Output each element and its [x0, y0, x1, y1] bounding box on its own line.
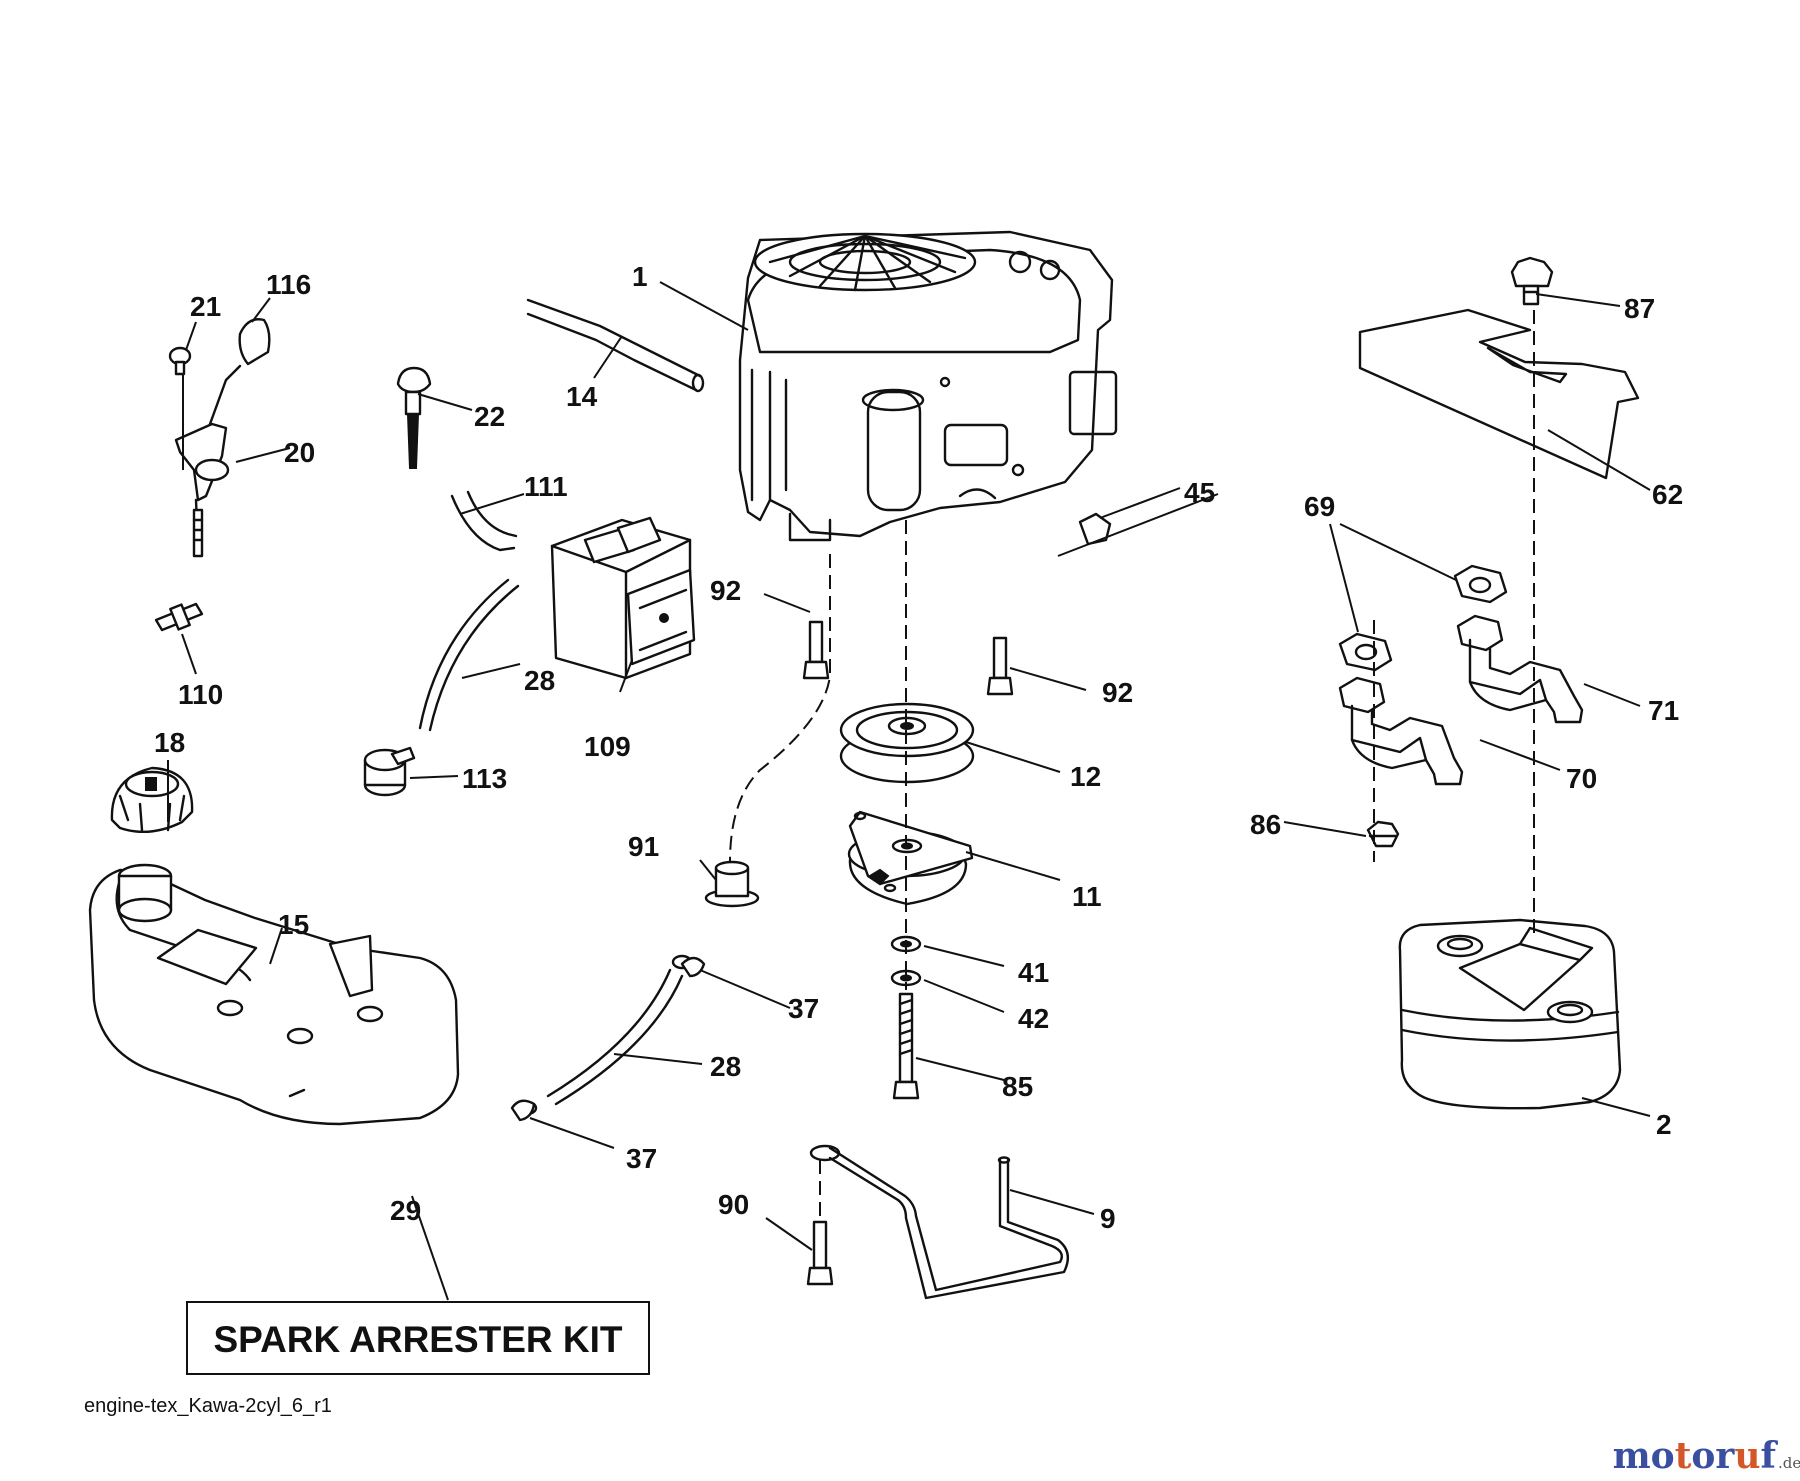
- callout-87: 87: [1624, 293, 1655, 324]
- callout-22: 22: [474, 401, 505, 432]
- leader-lines: [167, 281, 1651, 1301]
- callout-41: 41: [1018, 957, 1049, 988]
- callout-71: 71: [1648, 695, 1679, 726]
- clamp-part-37-upper: [680, 956, 706, 978]
- exhaust-dashed-lines: [1373, 310, 1535, 940]
- callout-28-lower: 28: [710, 1051, 741, 1082]
- callout-2: 2: [1656, 1109, 1672, 1140]
- fuel-line-part-28-lower: [516, 954, 693, 1116]
- callout-11: 11: [1072, 881, 1102, 912]
- bolt-part-92-left: [802, 620, 830, 680]
- fuel-tank-part-15: [88, 863, 460, 1126]
- callout-116: 116: [266, 269, 311, 300]
- clamp-part-37-lower: [510, 1099, 536, 1122]
- callout-91: 91: [628, 831, 659, 862]
- callout-92-left: 92: [710, 575, 741, 606]
- callout-70: 70: [1566, 763, 1597, 794]
- spark-arrester-kit-label: SPARK ARRESTER KIT: [213, 1319, 622, 1360]
- callout-110: 110: [178, 679, 223, 710]
- callout-18: 18: [154, 727, 185, 758]
- callout-20: 20: [284, 437, 315, 468]
- callout-labels: 1 14 87 62 69 71 70 86 2 45 92 92 12 11 …: [154, 261, 1683, 1234]
- heat-shield-part-62: [1358, 308, 1640, 480]
- callout-109: 109: [584, 731, 631, 762]
- bolt-part-85: [892, 992, 920, 1100]
- engine-part-1: [738, 230, 1118, 542]
- watermark-brand: motoruf: [1613, 1435, 1779, 1477]
- callout-45: 45: [1184, 477, 1215, 508]
- knob-part-116: [238, 318, 271, 366]
- throttle-control-part-20: [174, 364, 242, 558]
- fuel-cap-part-18: [110, 766, 194, 833]
- callout-111: 111: [524, 471, 568, 502]
- nut-part-86: [1366, 820, 1400, 848]
- hose-part-14: [526, 298, 702, 392]
- muffler-part-2: [1398, 918, 1622, 1110]
- watermark-logo: motoruf .de: [1613, 1435, 1800, 1477]
- gasket-part-69: [1338, 564, 1508, 672]
- valve-part-113: [363, 746, 416, 797]
- bolt-part-90: [806, 1160, 834, 1286]
- diagram-file-name: engine-tex_Kawa-2cyl_6_r1: [84, 1395, 332, 1417]
- callout-62: 62: [1652, 479, 1683, 510]
- callout-90: 90: [718, 1189, 749, 1220]
- callout-9: 9: [1100, 1203, 1116, 1234]
- wire-dashed-91: [729, 554, 831, 863]
- callout-113: 113: [462, 763, 507, 794]
- callout-15: 15: [278, 909, 309, 940]
- callout-14: 14: [566, 381, 598, 412]
- spark-arrester-kit-box: SPARK ARRESTER KIT: [186, 1301, 650, 1375]
- bolt-part-87: [1510, 256, 1554, 306]
- callout-85: 85: [1002, 1071, 1033, 1102]
- exhaust-pipe-part-71: [1456, 614, 1584, 724]
- callout-21: 21: [190, 291, 221, 322]
- rod-part-9: [809, 1144, 1070, 1300]
- grommet-part-91: [704, 860, 760, 908]
- callout-29: 29: [390, 1195, 421, 1226]
- callout-42: 42: [1018, 1003, 1049, 1034]
- choke-part-22: [396, 366, 432, 469]
- callout-92-right: 92: [1102, 677, 1133, 708]
- fuel-line-part-28-upper: [418, 578, 520, 732]
- callout-1: 1: [632, 261, 648, 292]
- callout-28-upper: 28: [524, 665, 555, 696]
- callout-86: 86: [1250, 809, 1281, 840]
- watermark-tld: .de: [1778, 1454, 1800, 1472]
- callout-37-lower: 37: [626, 1143, 657, 1174]
- hose-part-111: [450, 490, 518, 552]
- bolt-part-92-right: [986, 636, 1014, 696]
- callout-12: 12: [1070, 761, 1101, 792]
- callout-37-upper: 37: [788, 993, 819, 1024]
- sensor-part-45: [1078, 487, 1181, 546]
- screw-part-21: [168, 346, 192, 470]
- callout-69: 69: [1304, 491, 1335, 522]
- exhaust-pipe-part-70: [1338, 676, 1464, 786]
- fitting-part-110: [154, 602, 204, 632]
- fuel-pump-part-109: [550, 516, 696, 680]
- clutch-part-11: [847, 810, 974, 906]
